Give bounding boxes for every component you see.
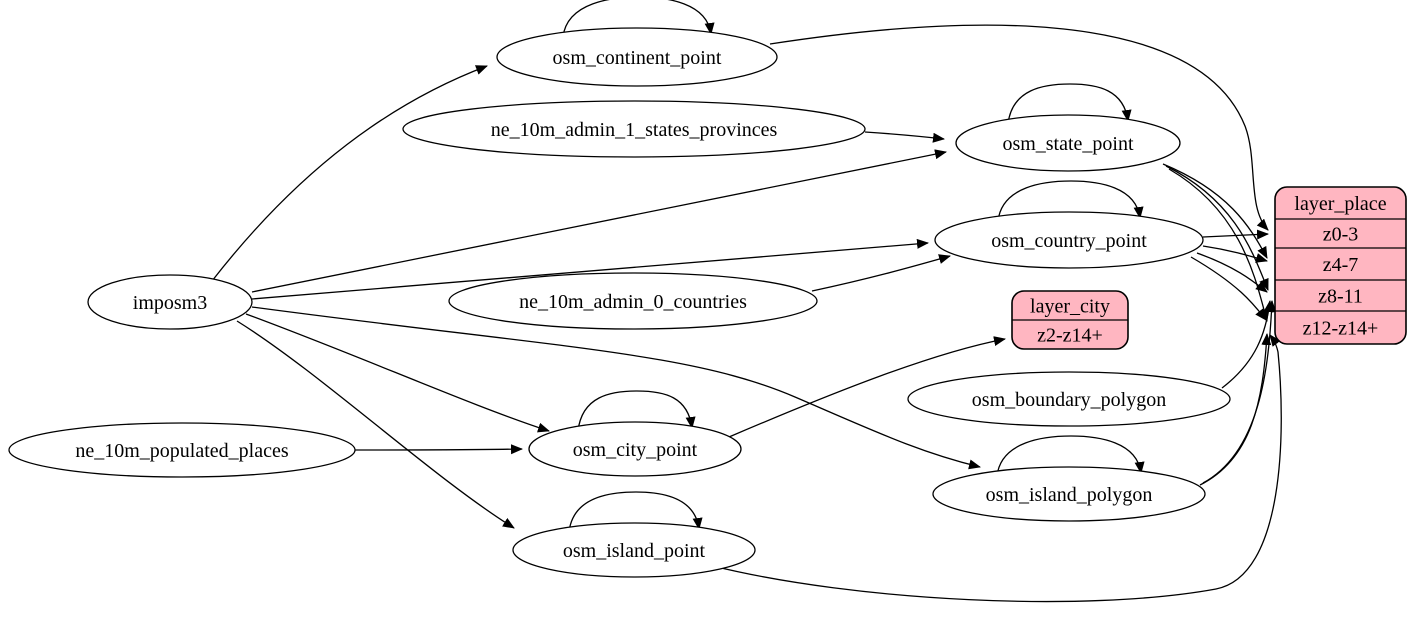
node-label-osm_boundary_polygon: osm_boundary_polygon: [972, 389, 1166, 411]
record-layer_city: layer_city z2-z14+: [1011, 290, 1129, 350]
node-label-ne_10m_populated_places: ne_10m_populated_places: [75, 440, 288, 462]
edge-osm_state_point-to-osm_state_point-self: [1007, 83, 1132, 125]
node-label-osm_island_point: osm_island_point: [563, 540, 706, 562]
node-label-osm_city_point: osm_city_point: [573, 439, 698, 461]
edge-imposm3-to-osm_island_point: [236, 320, 515, 529]
edge-imposm3-to-osm_country_point: [251, 238, 929, 300]
node-osm_country_point: osm_country_point: [934, 211, 1204, 269]
node-label-osm_island_polygon: osm_island_polygon: [986, 484, 1153, 506]
node-shape-ne_10m_admin_1_states_provinces: [402, 100, 866, 158]
edge-ne_10m_admin_0_countries-to-osm_country_point: [811, 254, 951, 292]
record-title-layer_city: layer_city: [1030, 296, 1110, 318]
record-title-layer_place: layer_place: [1294, 193, 1386, 215]
edge-osm_country_point-to-layer_place-z8-11: [1196, 252, 1268, 293]
node-osm_island_polygon: osm_island_polygon: [932, 466, 1206, 522]
edge-ne_10m_admin_1_states_provinces-to-osm_state_point: [864, 131, 945, 143]
record-row-layer_place-z12-z14+: z12-z14+: [1303, 318, 1379, 340]
node-osm_continent_point: osm_continent_point: [496, 27, 778, 87]
edge-osm_island_point-to-layer_place-z12-z14+: [712, 334, 1282, 603]
edge-osm_continent_point-to-osm_continent_point-self: [562, 0, 715, 38]
node-shape-osm_island_point: [512, 522, 756, 578]
node-imposm3: imposm3: [87, 274, 253, 330]
edges-layer: [211, 0, 1282, 603]
node-osm_city_point: osm_city_point: [528, 421, 742, 477]
edge-osm_island_polygon-to-layer_place-z12-z14+: [1199, 333, 1272, 486]
node-label-osm_continent_point: osm_continent_point: [553, 47, 722, 69]
record-row-layer_place-z8-11: z8-11: [1318, 286, 1363, 308]
edge-ne_10m_populated_places-to-osm_city_point: [354, 444, 523, 455]
node-shape-osm_island_polygon: [932, 466, 1206, 522]
edge-imposm3-to-osm_island_polygon: [251, 306, 981, 470]
edge-osm_state_point-to-layer_place-z8-11: [1165, 165, 1269, 291]
node-label-ne_10m_admin_1_states_provinces: ne_10m_admin_1_states_provinces: [491, 119, 778, 141]
record-layer_place: layer_place z0-3 z4-7 z8-11 z12-z14+: [1274, 186, 1407, 345]
node-shape-osm_city_point: [528, 421, 742, 477]
node-label-osm_state_point: osm_state_point: [1002, 133, 1134, 155]
node-label-imposm3: imposm3: [133, 292, 207, 314]
edge-osm_island_polygon-to-osm_island_polygon-self: [996, 435, 1145, 477]
node-shape-ne_10m_populated_places: [8, 422, 356, 478]
edge-imposm3-to-osm_city_point: [245, 313, 550, 433]
node-ne_10m_admin_0_countries: ne_10m_admin_0_countries: [448, 272, 818, 330]
node-label-osm_country_point: osm_country_point: [991, 230, 1147, 252]
nodes-layer: imposm3 osm_continent_point ne_10m_admin_1…: [8, 27, 1407, 578]
node-shape-osm_state_point: [955, 114, 1181, 172]
record-shape-layer_place: [1274, 186, 1407, 345]
edge-imposm3-to-osm_continent_point: [211, 65, 488, 282]
edge-osm_city_point-to-osm_city_point-self: [577, 390, 696, 432]
node-osm_island_point: osm_island_point: [512, 522, 756, 578]
edge-imposm3-to-osm_state_point: [251, 149, 947, 293]
node-ne_10m_admin_1_states_provinces: ne_10m_admin_1_states_provinces: [402, 100, 866, 158]
node-shape-osm_country_point: [934, 211, 1204, 269]
node-shape-osm_continent_point: [496, 27, 778, 87]
edge-osm_state_point-to-layer_place-z4-7: [1162, 163, 1268, 259]
edge-osm_country_point-to-layer_place-z4-7: [1202, 245, 1268, 263]
edge-osm_city_point-to-layer_city-z2-z14+: [728, 336, 1006, 438]
record-row-layer_place-z4-7: z4-7: [1323, 254, 1359, 276]
node-shape-imposm3: [87, 274, 253, 330]
edge-osm_country_point-to-layer_place-z12-z14+: [1190, 256, 1267, 321]
record-row-layer_place-z0-3: z0-3: [1323, 224, 1359, 246]
edge-osm_state_point-to-layer_place-z12-z14+: [1168, 168, 1269, 322]
node-shape-osm_boundary_polygon: [907, 371, 1231, 427]
edge-osm_country_point-to-osm_country_point-self: [997, 180, 1144, 222]
edge-osm_island_point-to-osm_island_point-self: [568, 491, 703, 533]
node-ne_10m_populated_places: ne_10m_populated_places: [8, 422, 356, 478]
edge-osm_continent_point-to-layer_place-z0-3: [769, 24, 1269, 231]
node-label-ne_10m_admin_0_countries: ne_10m_admin_0_countries: [519, 291, 747, 313]
record-row-layer_city-z2-z14+: z2-z14+: [1037, 325, 1103, 347]
node-shape-ne_10m_admin_0_countries: [448, 272, 818, 330]
node-osm_state_point: osm_state_point: [955, 114, 1181, 172]
edge-osm_country_point-to-layer_place-z0-3: [1202, 229, 1269, 240]
node-osm_boundary_polygon: osm_boundary_polygon: [907, 371, 1231, 427]
